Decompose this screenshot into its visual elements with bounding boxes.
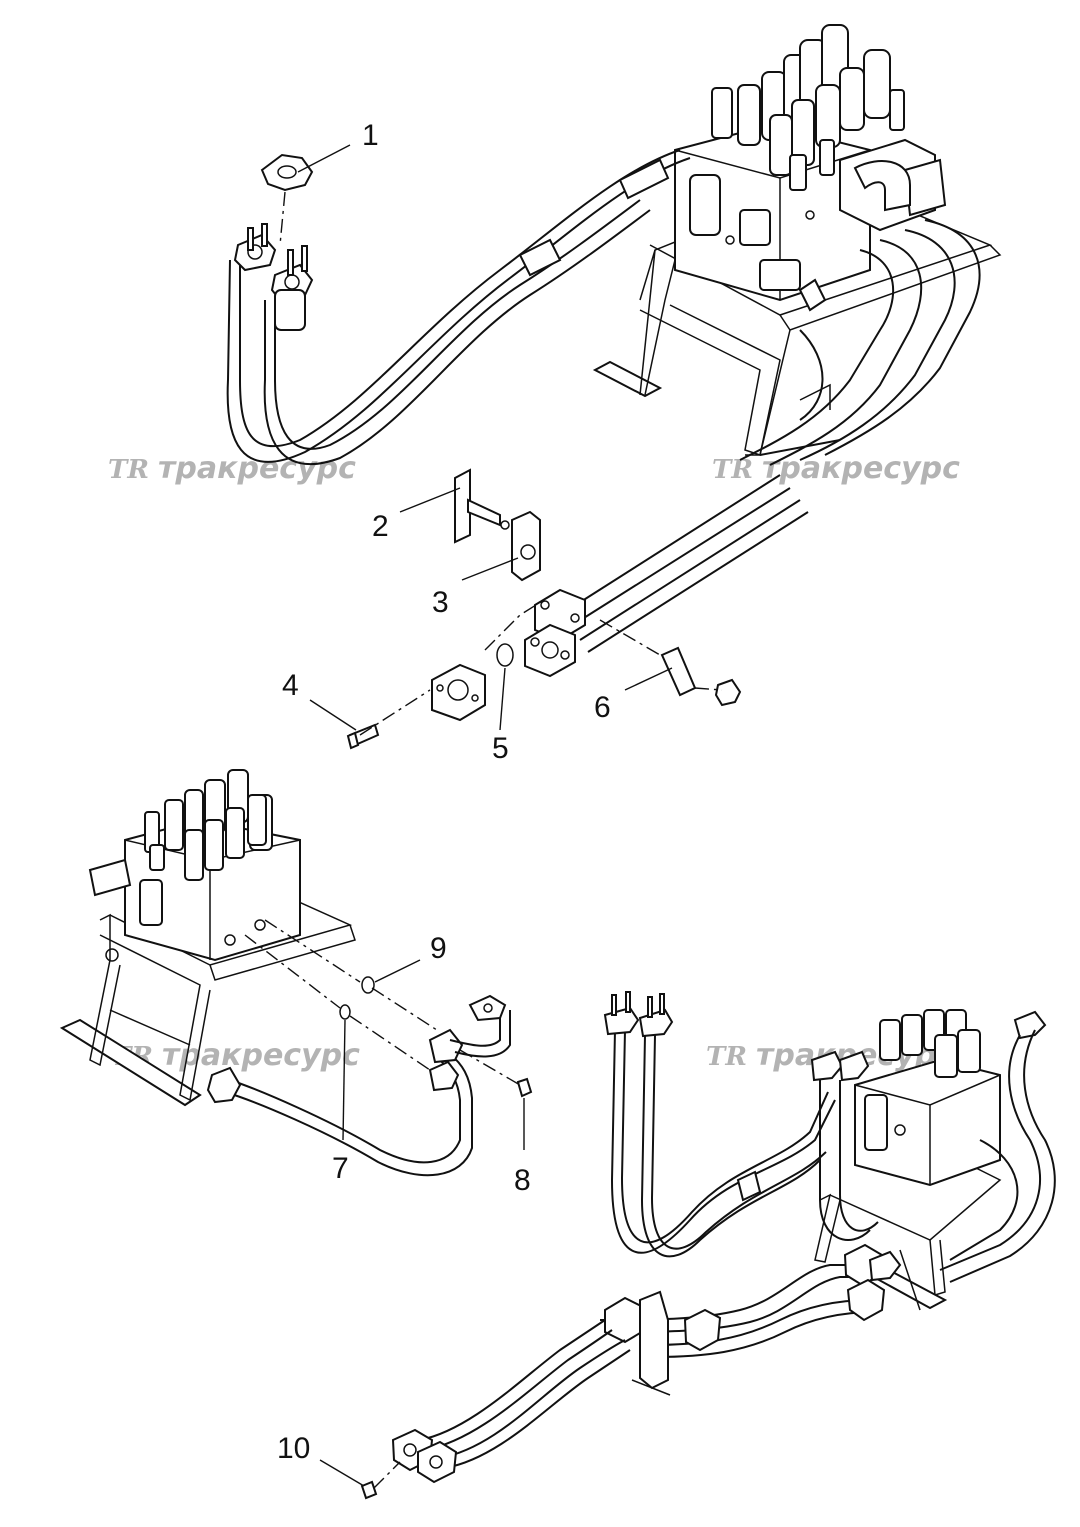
part-7-oring-small (339, 1004, 351, 1020)
watermark-top-left: TR тракресурс (108, 451, 356, 486)
callout-label: 8 (514, 1164, 531, 1197)
part-8-bolt (516, 1077, 533, 1098)
fittings-bottom-right-top (603, 991, 870, 1082)
callout-3: 3 (432, 557, 519, 619)
callout-label: 5 (492, 732, 509, 765)
part-5-oring-flange (431, 643, 514, 722)
callout-8: 8 (514, 1098, 531, 1197)
callout-label: 6 (594, 691, 611, 724)
callout-label: 10 (277, 1432, 310, 1465)
part-2-bracket-plate (454, 468, 510, 544)
callout-label: 3 (432, 586, 449, 619)
watermark-text: тракресурс (158, 451, 356, 486)
callout-label: 7 (332, 1152, 349, 1185)
part-1-flange-gasket (260, 153, 314, 246)
callout-4: 4 (282, 669, 357, 731)
control-valve-block (674, 24, 947, 312)
callout-1: 1 (297, 119, 379, 173)
flange-fittings-top (233, 223, 314, 331)
callout-6: 6 (594, 667, 673, 724)
top-assembly (226, 24, 1002, 678)
hoses-top-left (226, 149, 691, 465)
hoses-bottom-long (391, 1319, 631, 1484)
watermark-logo: TR (108, 455, 149, 485)
pipes-bottom-right (599, 1243, 902, 1396)
callout-2: 2 (372, 487, 461, 543)
callout-10: 10 (277, 1432, 365, 1487)
watermark-text: тракресурс (162, 1038, 360, 1073)
control-valve-block-2 (88, 769, 301, 962)
callout-label: 4 (282, 669, 299, 702)
callout-7: 7 (332, 1019, 349, 1185)
part-4-bolt (346, 723, 380, 750)
part-10-bolt (360, 1461, 401, 1500)
watermark-text: тракресурс (762, 451, 960, 486)
split-flanges-top (524, 588, 586, 678)
watermark-bottom-left: TR тракресурс (112, 1038, 360, 1073)
callout-5: 5 (492, 667, 509, 765)
callout-label: 9 (430, 932, 447, 965)
watermark-logo: TR (706, 1042, 747, 1072)
bottom-right-assembly (360, 991, 1056, 1500)
exploded-axes-middle (244, 919, 521, 1086)
part-6-sleeve-nut (660, 646, 742, 707)
callout-9: 9 (374, 932, 447, 983)
pipes-top-long (559, 439, 841, 653)
callout-label: 1 (362, 119, 379, 152)
watermark-logo: TR (712, 455, 753, 485)
middle-left-assembly (59, 769, 533, 1177)
watermark-top-right: TR тракресурс (712, 451, 960, 486)
part-3-clamp-block (511, 510, 541, 582)
callout-label: 2 (372, 510, 389, 543)
pipe-assembly-7 (206, 994, 511, 1177)
hoses-bottom-right (610, 1029, 1056, 1283)
exploded-axes-top (359, 589, 723, 736)
control-valve-block-3 (854, 1009, 1047, 1187)
part-9-oring (361, 976, 375, 994)
